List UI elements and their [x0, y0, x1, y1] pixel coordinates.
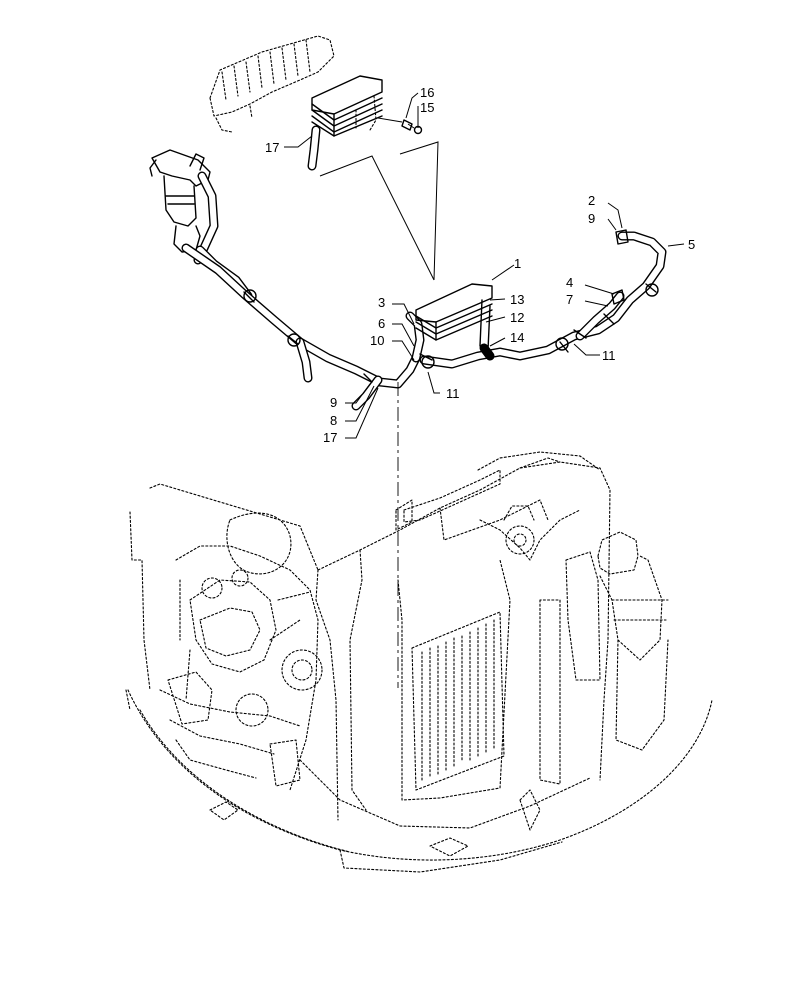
callout-2: 2	[588, 193, 595, 208]
detail-leader-line-right	[399, 141, 439, 281]
callout-9-left: 9	[330, 395, 337, 410]
engine-assembly	[129, 483, 323, 791]
callout-9-right: 9	[588, 211, 595, 226]
detail-fittings	[377, 117, 423, 135]
callout-17-bottom: 17	[323, 430, 337, 445]
callout-4: 4	[566, 275, 573, 290]
callout-6: 6	[378, 316, 385, 331]
fuel-filter-assembly	[149, 149, 253, 301]
callout-leaders	[284, 92, 685, 439]
callout-11-right: 11	[602, 348, 616, 363]
machine-frame	[125, 689, 713, 873]
callout-14: 14	[510, 330, 524, 345]
oil-cooler-core	[411, 611, 505, 791]
radiator-frame	[299, 457, 611, 829]
callout-15: 15	[420, 100, 434, 115]
fan-shroud-right	[477, 451, 601, 561]
callout-13: 13	[510, 292, 524, 307]
detail-radiator-fragment	[209, 35, 335, 133]
callout-labels: 16 15 17 2 9 5 1 4 7 3 13 12 6 14 10 11 …	[265, 85, 695, 445]
callout-7: 7	[566, 292, 573, 307]
callout-17-top: 17	[265, 140, 279, 155]
callout-8: 8	[330, 413, 337, 428]
hood-hinge-bar	[395, 499, 413, 531]
callout-3: 3	[378, 295, 385, 310]
callout-16: 16	[420, 85, 434, 100]
main-hose-lines	[181, 231, 667, 411]
callout-12: 12	[510, 310, 524, 325]
hose-clamps	[243, 229, 659, 383]
coolant-reservoir	[565, 531, 669, 751]
callout-1: 1	[514, 256, 521, 271]
callout-10: 10	[370, 333, 384, 348]
main-oil-cooler	[415, 283, 495, 361]
detail-leader-line-left	[319, 155, 435, 281]
callout-5: 5	[688, 237, 695, 252]
detail-oil-cooler	[307, 75, 383, 171]
callout-11-left: 11	[446, 386, 460, 401]
